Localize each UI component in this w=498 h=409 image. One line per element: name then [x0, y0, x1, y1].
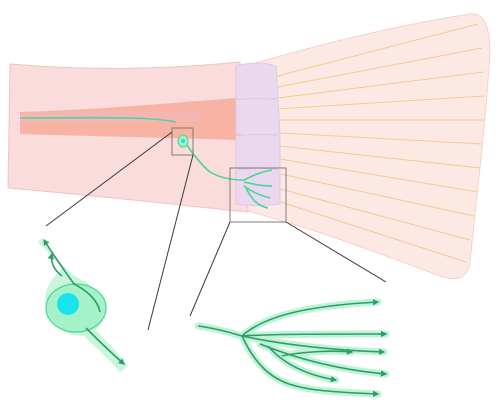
tail-cell-body — [178, 135, 188, 147]
branch-glow — [198, 302, 386, 394]
nucleus — [57, 293, 79, 315]
magnified-cell-body — [38, 238, 128, 372]
segment-block — [236, 63, 278, 100]
segment-block — [236, 135, 280, 170]
spinal-cord — [20, 111, 200, 122]
magnified-axon-branches — [198, 302, 386, 394]
segment-block — [236, 99, 280, 136]
